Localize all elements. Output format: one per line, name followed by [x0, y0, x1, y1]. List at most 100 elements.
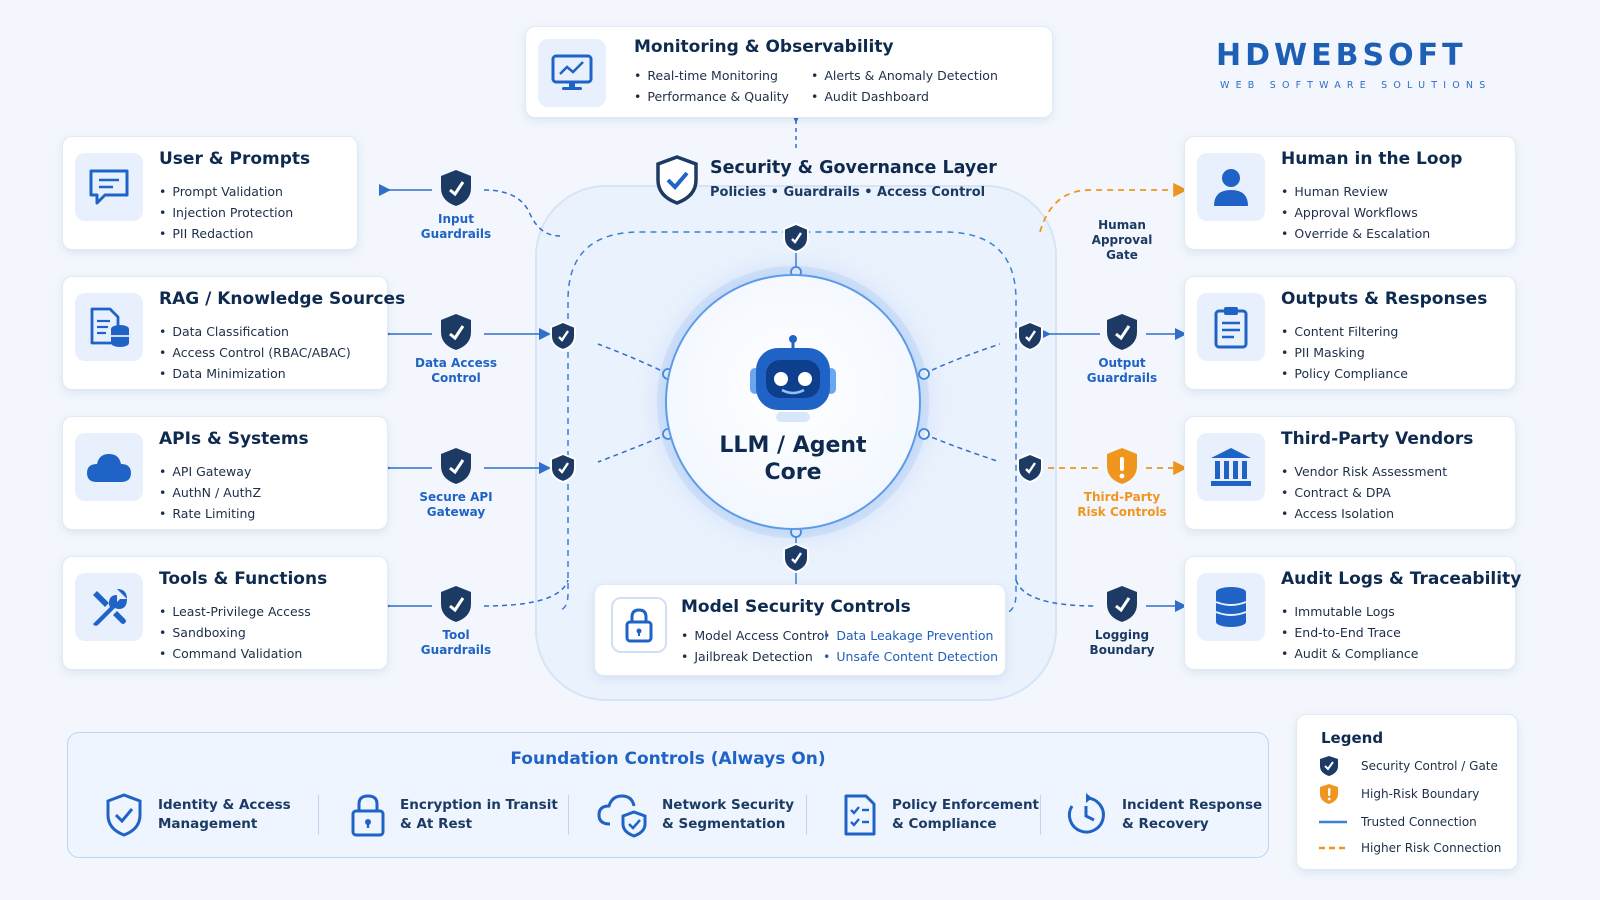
governance-header: Security & Governance Layer Policies • G…	[652, 154, 997, 210]
foundation-label: Identity & Access Management	[158, 797, 291, 832]
lock-icon	[611, 597, 667, 653]
governance-subtitle: Policies • Guardrails • Access Control	[710, 185, 986, 200]
robot-icon	[750, 335, 836, 422]
warning-shield-icon	[1107, 448, 1137, 484]
list-item: Policy Compliance	[1281, 363, 1408, 384]
shield-icon	[441, 314, 471, 350]
navy-shield-icon	[1319, 755, 1349, 777]
legend-item: Higher Risk Connection	[1319, 837, 1501, 859]
list-item: Least-Privilege Access	[159, 601, 310, 622]
cloud-icon	[75, 433, 143, 501]
legend-item: Security Control / Gate	[1319, 755, 1498, 777]
gate-label: Output Guardrails	[1086, 356, 1158, 385]
card-list: Content Filtering PII Masking Policy Com…	[1281, 321, 1408, 384]
orange-dashed-line-icon	[1319, 845, 1349, 851]
gate-secure-api: Secure API Gateway	[406, 446, 506, 520]
foundation-label: Encryption in Transit & At Rest	[400, 797, 558, 832]
list-item: AuthN / AuthZ	[159, 482, 261, 503]
list-item: PII Redaction	[159, 223, 293, 244]
monitoring-left-list: Real-time Monitoring Performance & Quali…	[634, 65, 789, 107]
legend-label: High-Risk Boundary	[1361, 787, 1480, 801]
list-item: Access Isolation	[1281, 503, 1447, 524]
list-item: Jailbreak Detection	[681, 646, 828, 667]
logo-tagline: WEB SOFTWARE SOLUTIONS	[1220, 80, 1492, 91]
model-security-left-list: Model Access Control Jailbreak Detection	[681, 625, 828, 667]
gate-label: Third-Party Risk Controls	[1077, 490, 1167, 519]
list-item: Vendor Risk Assessment	[1281, 461, 1447, 482]
monitoring-right-list: Alerts & Anomaly Detection Audit Dashboa…	[811, 65, 998, 107]
card-list: Vendor Risk Assessment Contract & DPA Ac…	[1281, 461, 1447, 524]
card-list: Prompt Validation Injection Protection P…	[159, 181, 293, 244]
card-outputs-responses: Outputs & Responses Content Filtering PI…	[1184, 276, 1516, 390]
card-apis-systems: APIs & Systems API Gateway AuthN / AuthZ…	[62, 416, 388, 530]
blue-line-icon	[1319, 819, 1349, 825]
person-icon	[1197, 153, 1265, 221]
card-rag-knowledge: RAG / Knowledge Sources Data Classificat…	[62, 276, 405, 390]
orange-shield-icon	[1319, 783, 1349, 805]
list-item: Prompt Validation	[159, 181, 293, 202]
foundation-item-encryption: Encryption in Transit & At Rest	[350, 789, 558, 841]
list-item: Performance & Quality	[634, 86, 789, 107]
legend: Legend Security Control / Gate High-Risk…	[1296, 714, 1518, 870]
list-item: Command Validation	[159, 643, 311, 664]
gate-label: Tool Guardrails	[420, 628, 492, 657]
legend-label: Higher Risk Connection	[1361, 841, 1502, 855]
padlock-icon	[351, 794, 385, 837]
list-item: Human Review	[1281, 181, 1430, 202]
gate-output-guardrails: Output Guardrails	[1072, 312, 1172, 386]
gate-shield-icon	[1017, 452, 1043, 484]
card-title: Audit Logs & Traceability	[1281, 569, 1522, 589]
list-item: PII Masking	[1281, 342, 1408, 363]
gate-shield-icon	[1017, 320, 1043, 352]
list-item: Model Access Control	[681, 625, 827, 646]
legend-title: Legend	[1321, 729, 1384, 747]
gate-tool-guardrails: Tool Guardrails	[406, 584, 506, 658]
card-third-party: Third-Party Vendors Vendor Risk Assessme…	[1184, 416, 1516, 530]
foundation-item-identity: Identity & Access Management	[104, 789, 291, 841]
list-item: API Gateway	[159, 461, 261, 482]
list-item: Unsafe Content Detection	[823, 646, 998, 667]
shield-icon	[441, 170, 471, 206]
card-title: Tools & Functions	[159, 569, 328, 589]
card-title: User & Prompts	[159, 149, 311, 169]
card-list: API Gateway AuthN / AuthZ Rate Limiting	[159, 461, 261, 524]
foundation-label: Policy Enforcement & Compliance	[892, 797, 1040, 832]
foundation-label: Incident Response & Recovery	[1122, 797, 1263, 832]
core-title: LLM / Agent Core	[719, 433, 867, 485]
list-item: Data Leakage Prevention	[823, 625, 998, 646]
card-audit-logs: Audit Logs & Traceability Immutable Logs…	[1184, 556, 1521, 670]
list-item: Audit Dashboard	[811, 86, 998, 107]
cloud-shield-icon	[597, 794, 647, 838]
core-left-down	[597, 433, 669, 463]
shield-icon	[441, 586, 471, 622]
divider	[806, 795, 807, 835]
gate-shield-icon	[550, 320, 576, 352]
logo-wordmark: HDWEBSOFT	[1216, 38, 1467, 73]
card-title: Outputs & Responses	[1281, 289, 1488, 309]
list-item: Data Classification	[159, 321, 351, 342]
gate-third-party-risk: Third-Party Risk Controls	[1072, 446, 1172, 520]
legend-label: Trusted Connection	[1361, 815, 1477, 829]
gate-input-guardrails: Input Guardrails	[406, 168, 506, 242]
shield-icon	[1107, 314, 1137, 350]
checklist-icon	[844, 794, 876, 836]
card-title: Third-Party Vendors	[1281, 429, 1474, 449]
shield-icon	[1107, 586, 1137, 622]
list-item: Content Filtering	[1281, 321, 1408, 342]
gate-logging-boundary: Logging Boundary	[1072, 584, 1172, 658]
left-link-1b	[483, 189, 561, 237]
card-list: Immutable Logs End-to-End Trace Audit & …	[1281, 601, 1418, 664]
model-security-title: Model Security Controls	[681, 597, 911, 617]
list-item: End-to-End Trace	[1281, 622, 1418, 643]
gate-human-approval: Human Approval Gate	[1072, 214, 1172, 263]
foundation-label: Network Security & Segmentation	[662, 797, 795, 832]
clock-refresh-icon	[1067, 793, 1105, 834]
list-item: Access Control (RBAC/ABAC)	[159, 342, 350, 363]
gate-shield-icon	[783, 542, 809, 574]
card-tools-functions: Tools & Functions Least-Privilege Access…	[62, 556, 388, 670]
divider	[1040, 795, 1041, 835]
card-title: RAG / Knowledge Sources	[159, 289, 406, 309]
core-dashed-loop-left	[559, 330, 569, 611]
monitoring-card: Monitoring & Observability Real-time Mon…	[525, 26, 1053, 118]
